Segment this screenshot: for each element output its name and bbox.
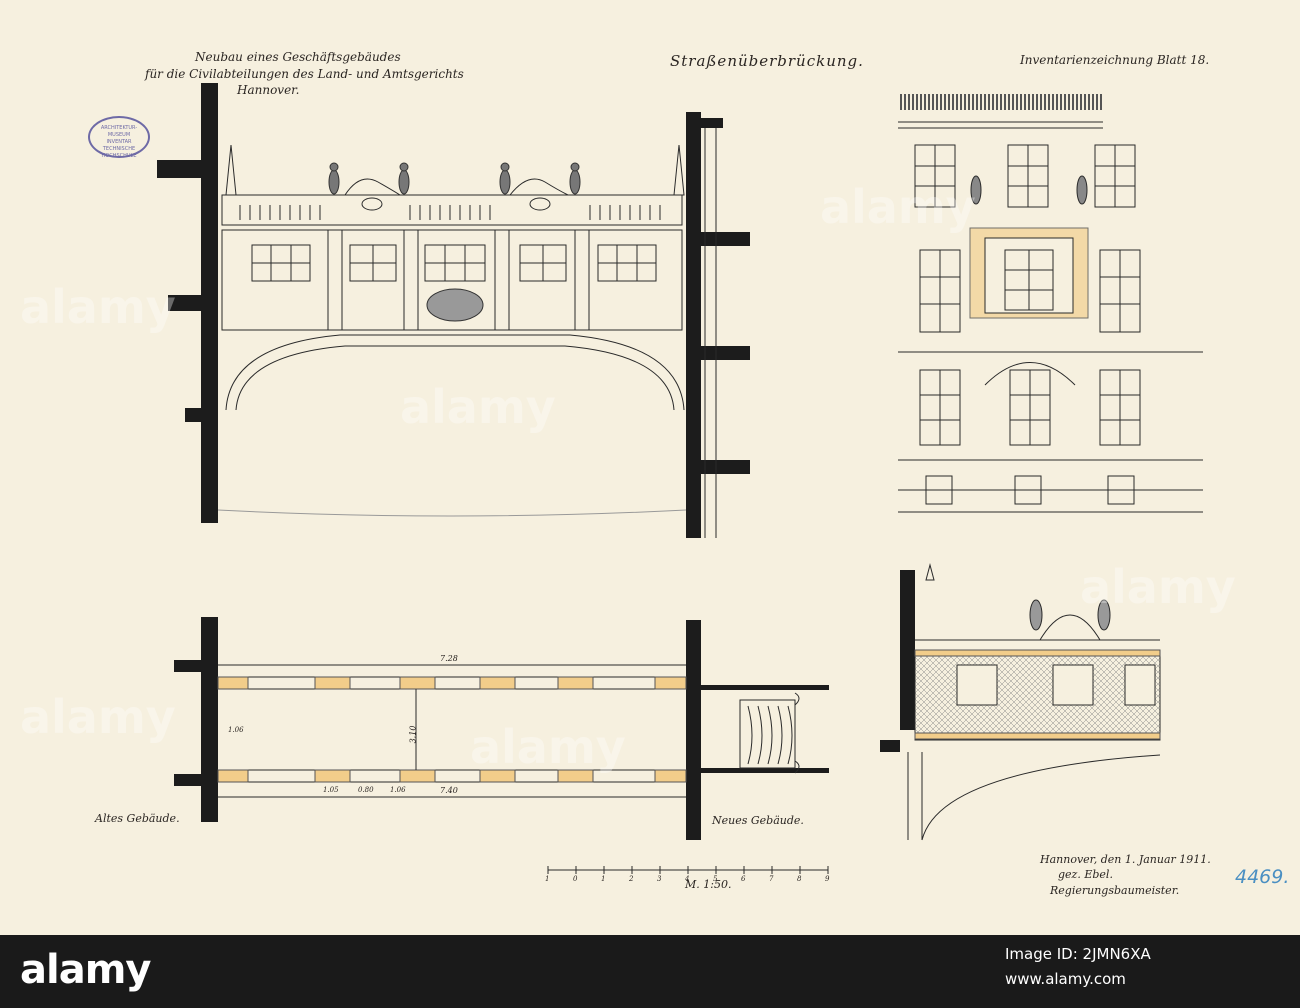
site-url[interactable]: www.alamy.com xyxy=(1005,970,1126,988)
scale-bar xyxy=(547,866,829,874)
scale-tick-6: 5 xyxy=(713,875,718,883)
architectural-drawing xyxy=(157,83,1203,874)
dim-bottom: 7.40 xyxy=(440,786,458,795)
sheet-label: Inventarienzeichnung Blatt 18. xyxy=(1020,53,1210,67)
dim-small-2: 1.06 xyxy=(390,786,406,794)
signature-line-1: Hannover, den 1. Januar 1911. xyxy=(1040,853,1211,866)
footer-bar xyxy=(0,935,1300,1008)
facade-elevation xyxy=(898,94,1203,513)
inventory-number: 4469. xyxy=(1235,866,1290,888)
image-id: Image ID: 2JMN6XA xyxy=(1005,945,1151,963)
scale-tick-5: 4 xyxy=(685,875,690,883)
dim-small-1: 1.05 xyxy=(323,786,339,794)
stamp-line-3: TECHNISCHE HOCHSCHULE xyxy=(101,146,137,159)
scale-tick-3: 2 xyxy=(629,875,634,883)
scale-tick-9: 8 xyxy=(797,875,802,883)
left-wall xyxy=(201,83,218,523)
scale-tick-8: 7 xyxy=(769,875,774,883)
scale-tick-1: 0 xyxy=(573,875,578,883)
bridge-elevation xyxy=(157,83,750,538)
scale-tick-0: 1 xyxy=(545,875,550,883)
scale-tick-7: 6 xyxy=(741,875,746,883)
bridge-section xyxy=(880,563,1161,841)
title-line-2: für die Civilabteilungen des Land- und A… xyxy=(145,67,464,81)
title-line-1: Neubau eines Geschäftsgebäudes xyxy=(195,50,401,64)
dim-vertical: 3.10 xyxy=(408,725,418,744)
main-title: Straßenüberbrückung. xyxy=(670,52,864,70)
museum-stamp: ARCHITEKTUR-MUSEUM INVENTAR TECHNISCHE H… xyxy=(88,116,150,159)
scale-tick-10: 9 xyxy=(825,875,830,883)
alamy-logo: alamy xyxy=(20,947,151,993)
stamp-line-1: ARCHITEKTUR-MUSEUM xyxy=(100,125,138,138)
signature-line-2: gez. Ebel. xyxy=(1058,868,1113,881)
title-line-3: Hannover. xyxy=(237,83,300,97)
label-new-building: Neues Gebäude. xyxy=(712,814,804,827)
dim-mid: 0.80 xyxy=(358,786,374,794)
stamp-line-2: INVENTAR xyxy=(106,139,132,145)
scale-tick-4: 3 xyxy=(657,875,662,883)
right-wall xyxy=(686,112,701,538)
label-old-building: Altes Gebäude. xyxy=(95,812,180,825)
dim-small-3: 1.06 xyxy=(228,726,244,734)
floor-plan xyxy=(174,617,829,840)
elevation-windows xyxy=(251,244,657,282)
signature-line-3: Regierungsbaumeister. xyxy=(1050,884,1180,897)
scale-tick-2: 1 xyxy=(601,875,606,883)
scale-label: M. 1:50. xyxy=(685,878,732,891)
dim-top: 7.28 xyxy=(440,654,458,663)
